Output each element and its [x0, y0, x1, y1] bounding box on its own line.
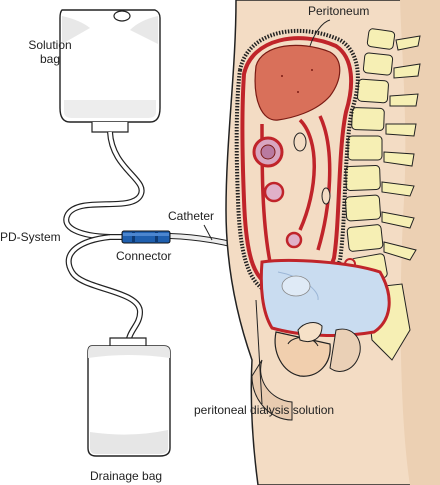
spine	[344, 28, 421, 361]
solution-bag-label-line1: Solution	[28, 38, 72, 52]
peritoneum-membrane	[234, 28, 360, 297]
dialysis-fluid	[259, 258, 391, 337]
pelvic-organs	[251, 322, 361, 421]
drainage-bag	[87, 337, 171, 457]
drainage-bag-label: Drainage bag	[90, 469, 163, 483]
pd-system-label: PD-System	[0, 230, 61, 244]
dialysis-solution-label: peritoneal dialysis solution	[194, 403, 335, 417]
leader-lines	[203, 19, 331, 405]
connector	[121, 230, 171, 244]
intestines	[252, 132, 356, 270]
connector-label: Connector	[116, 249, 172, 263]
solution-bag	[59, 9, 161, 133]
abdomen-section	[225, 0, 440, 485]
solution-bag-label: Solution bag	[20, 38, 80, 66]
catheter-label: Catheter	[168, 209, 215, 223]
solution-bag-label-line2: bag	[39, 52, 61, 66]
peritoneum-label: Peritoneum	[308, 4, 370, 18]
